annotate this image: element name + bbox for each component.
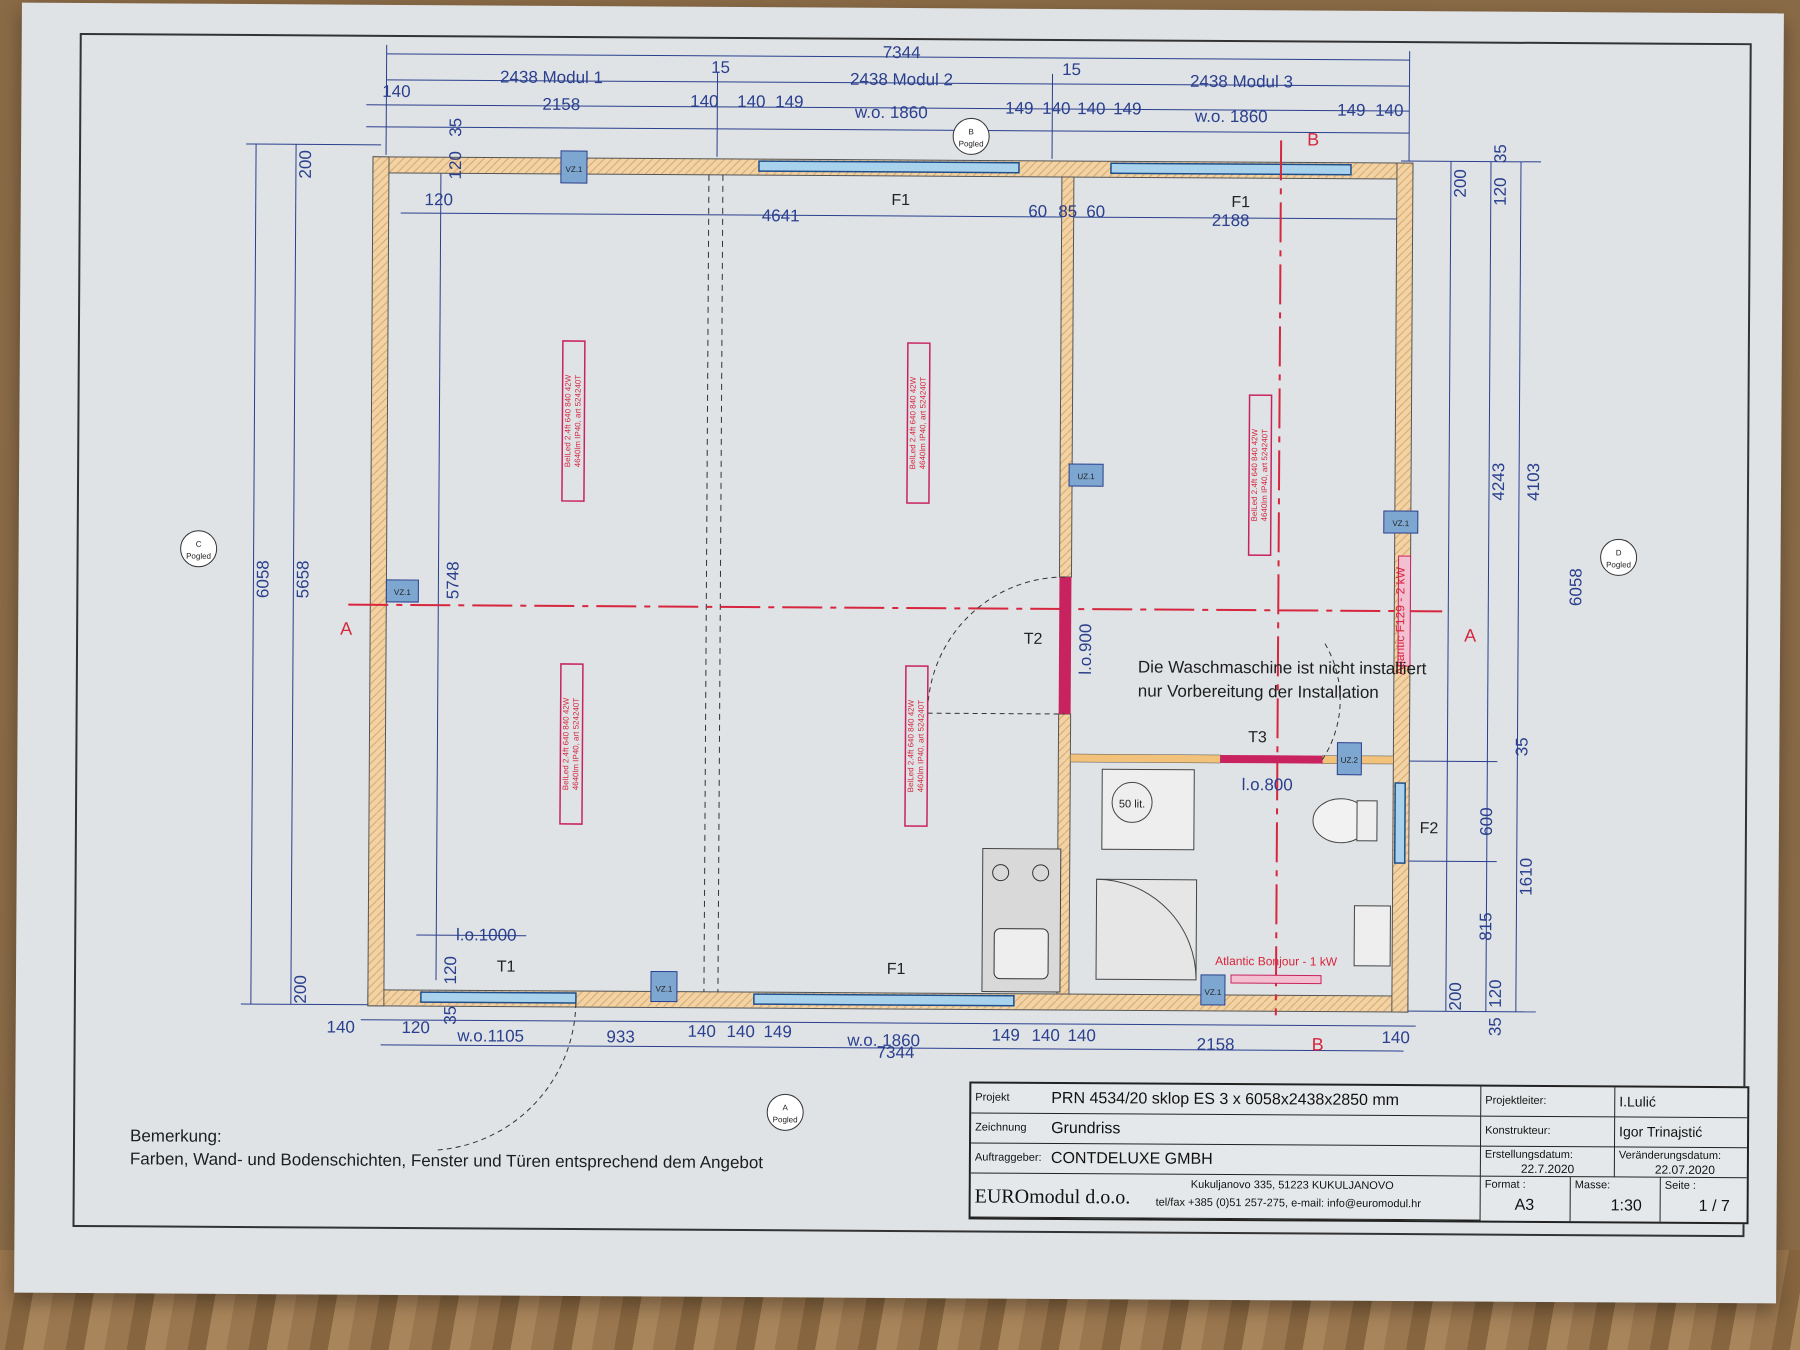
- windows: [420, 160, 1406, 1007]
- tb-projekt-value: PRN 4534/20 sklop ES 3 x 6058x2438x2850 …: [1051, 1089, 1400, 1110]
- tb-format-label: Format :: [1484, 1178, 1526, 1191]
- section-lines: [348, 140, 1449, 1016]
- tb-zeichnung-value: Grundriss: [1051, 1119, 1121, 1138]
- tb-erstellung-value: 22.7.2020: [1520, 1161, 1575, 1177]
- tb-konstrukteur-value-cell: Igor Trinajstić: [1614, 1117, 1748, 1149]
- view-markers: [180, 117, 1638, 1131]
- tb-erstellung-cell: Erstellungsdatum: 22.7.2020: [1480, 1146, 1615, 1178]
- tb-projektleiter-value: I.Lulić: [1619, 1093, 1656, 1110]
- tb-company: EUROmodul d.o.o.: [974, 1185, 1131, 1209]
- walls: [367, 156, 1414, 1013]
- tb-zeichnung-label: Zeichnung: [975, 1121, 1027, 1134]
- module-joints: [703, 174, 724, 992]
- tb-seite-cell: Seite : 1 / 7: [1661, 1178, 1747, 1223]
- washing-machine-note-line1: Die Waschmaschine ist nicht installiert: [1137, 657, 1427, 679]
- outlet-markers: [385, 150, 1419, 1006]
- tb-veraenderung-label: Veränderungsdatum:: [1618, 1149, 1722, 1163]
- tb-projekt-label: Projekt: [975, 1091, 1010, 1104]
- door-t3: [1220, 640, 1341, 764]
- washing-machine-note-line2: nur Vorbereitung der Installation: [1137, 681, 1379, 702]
- tb-seite-value: 1 / 7: [1698, 1197, 1730, 1216]
- tb-company-row: EUROmodul d.o.o. Kukuljanovo 335, 51223 …: [970, 1173, 1481, 1221]
- remark-text: Farben, Wand- und Bodenschichten, Fenste…: [129, 1149, 764, 1173]
- tb-erstellung-label: Erstellungsdatum:: [1484, 1148, 1574, 1162]
- kitchenette: [981, 848, 1062, 993]
- lamps: [559, 340, 1273, 827]
- door-t2: [927, 576, 1072, 715]
- floor-plan: [180, 44, 1638, 1151]
- dimension-lines-bottom: [360, 934, 1416, 1052]
- tb-format-value: A3: [1514, 1196, 1535, 1214]
- remark-title: Bemerkung:: [129, 1126, 222, 1146]
- dimension-lines-right: [1395, 160, 1542, 1013]
- dimension-lines-top: [366, 44, 1411, 220]
- tb-konstrukteur-label: Konstrukteur:: [1485, 1124, 1551, 1137]
- tb-masse-cell: Masse: 1:30: [1570, 1177, 1661, 1222]
- title-block: Projekt PRN 4534/20 sklop ES 3 x 6058x24…: [968, 1081, 1750, 1225]
- tb-contact: tel/fax +385 (0)51 257-275, e-mail: info…: [1155, 1196, 1421, 1211]
- tb-konstrukteur-label-cell: Konstrukteur:: [1480, 1116, 1616, 1148]
- tb-masse-label: Masse:: [1574, 1179, 1611, 1192]
- tb-auftraggeber-label: Auftraggeber:: [974, 1151, 1042, 1164]
- tb-auftraggeber-value: CONTDELUXE GMBH: [1050, 1149, 1213, 1168]
- door-t1-swing: [434, 1003, 577, 1151]
- tb-auftraggeber-row: Auftraggeber: CONTDELUXE GMBH: [970, 1143, 1481, 1177]
- paper-sheet: 7344 2438 Modul 1 2438 Modul 2 2438 Modu…: [14, 2, 1784, 1304]
- tb-projektleiter-label: Projektleiter:: [1485, 1094, 1547, 1107]
- tb-address: Kukuljanovo 335, 51223 KUKULJANOVO: [1190, 1178, 1394, 1193]
- tb-veraenderung-cell: Veränderungsdatum: 22.07.2020: [1614, 1147, 1747, 1179]
- tb-format-cell: Format : A3: [1480, 1176, 1571, 1222]
- tb-projektleiter-value-cell: I.Lulić: [1615, 1087, 1748, 1119]
- heater-bonjour: [1230, 974, 1322, 985]
- tb-masse-value: 1:30: [1610, 1197, 1642, 1215]
- dimension-lines-left: [240, 143, 442, 1006]
- tb-seite-label: Seite :: [1664, 1179, 1696, 1192]
- bathroom-fixtures: [1095, 768, 1391, 981]
- tb-zeichnung-row: Zeichnung Grundriss: [971, 1113, 1482, 1147]
- tb-projektleiter-label-cell: Projektleiter:: [1481, 1086, 1616, 1118]
- tb-konstrukteur-value: Igor Trinajstić: [1619, 1123, 1703, 1140]
- tb-veraenderung-value: 22.07.2020: [1654, 1162, 1715, 1177]
- heater-f129: [1397, 555, 1412, 667]
- tb-projekt-row: Projekt PRN 4534/20 sklop ES 3 x 6058x24…: [971, 1083, 1482, 1117]
